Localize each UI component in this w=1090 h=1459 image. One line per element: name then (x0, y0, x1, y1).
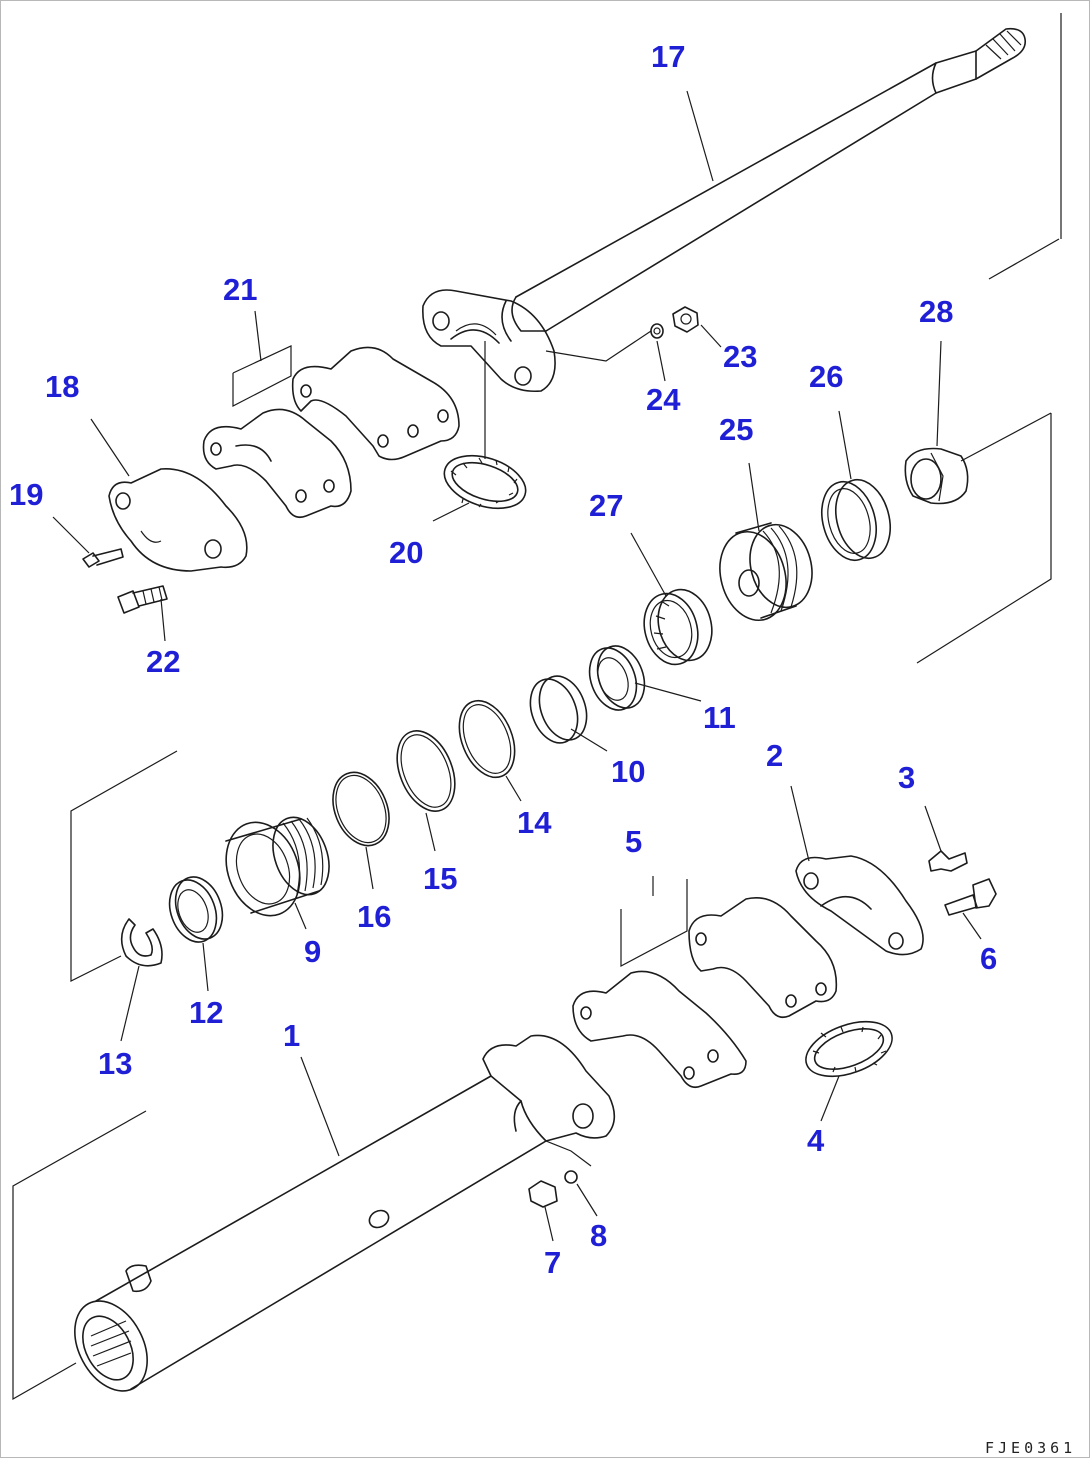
part-label-3: 3 (898, 760, 915, 795)
seal-rings-drawing (332, 645, 646, 847)
part-label-28: 28 (919, 294, 953, 329)
cylinder-tube-drawing (74, 1034, 616, 1392)
part-label-2: 2 (766, 738, 783, 773)
part-label-14: 14 (517, 805, 552, 840)
tube-clamp-halves-drawing (572, 897, 838, 1089)
part-label-6: 6 (980, 941, 997, 976)
wiper-ring-drawing (443, 454, 527, 510)
part-label-19: 19 (9, 477, 43, 512)
part-label-10: 10 (611, 754, 645, 789)
reference-brackets (12, 13, 1062, 1401)
part-label-26: 26 (809, 359, 843, 394)
part-labels: 1 2 3 4 5 6 7 8 9 10 11 12 13 14 15 16 1… (9, 39, 997, 1280)
part-label-22: 22 (146, 644, 180, 679)
drawing-code: FJE0361 (985, 1439, 1076, 1457)
small-bolts-drawing (82, 548, 168, 614)
part-label-16: 16 (357, 899, 391, 934)
part-label-15: 15 (423, 861, 457, 896)
part-label-9: 9 (304, 934, 321, 969)
part-label-21: 21 (223, 272, 257, 307)
part-label-24: 24 (646, 382, 681, 417)
part-label-5: 5 (625, 824, 642, 859)
cylinder-head-drawing (120, 816, 330, 967)
part-label-1: 1 (283, 1018, 300, 1053)
nut-washer-drawing (650, 306, 699, 339)
part-label-7: 7 (544, 1245, 561, 1280)
cap-hardware-drawing (528, 850, 997, 1208)
part-label-18: 18 (45, 369, 79, 404)
piston-assembly-drawing (643, 447, 969, 666)
part-label-11: 11 (703, 700, 736, 735)
part-label-13: 13 (98, 1046, 132, 1081)
part-label-4: 4 (807, 1123, 825, 1158)
part-label-23: 23 (723, 339, 757, 374)
cylinder-cap-drawing (795, 855, 924, 956)
part-label-20: 20 (389, 535, 423, 570)
part-label-27: 27 (589, 488, 623, 523)
rod-cover-halves-drawing (202, 346, 460, 519)
part-label-17: 17 (651, 39, 685, 74)
end-cover-drawing (108, 468, 248, 572)
part-label-12: 12 (189, 995, 223, 1030)
part-label-25: 25 (719, 412, 753, 447)
part-label-8: 8 (590, 1218, 607, 1253)
piston-rod-drawing (422, 27, 1027, 393)
leader-lines (52, 90, 982, 1242)
